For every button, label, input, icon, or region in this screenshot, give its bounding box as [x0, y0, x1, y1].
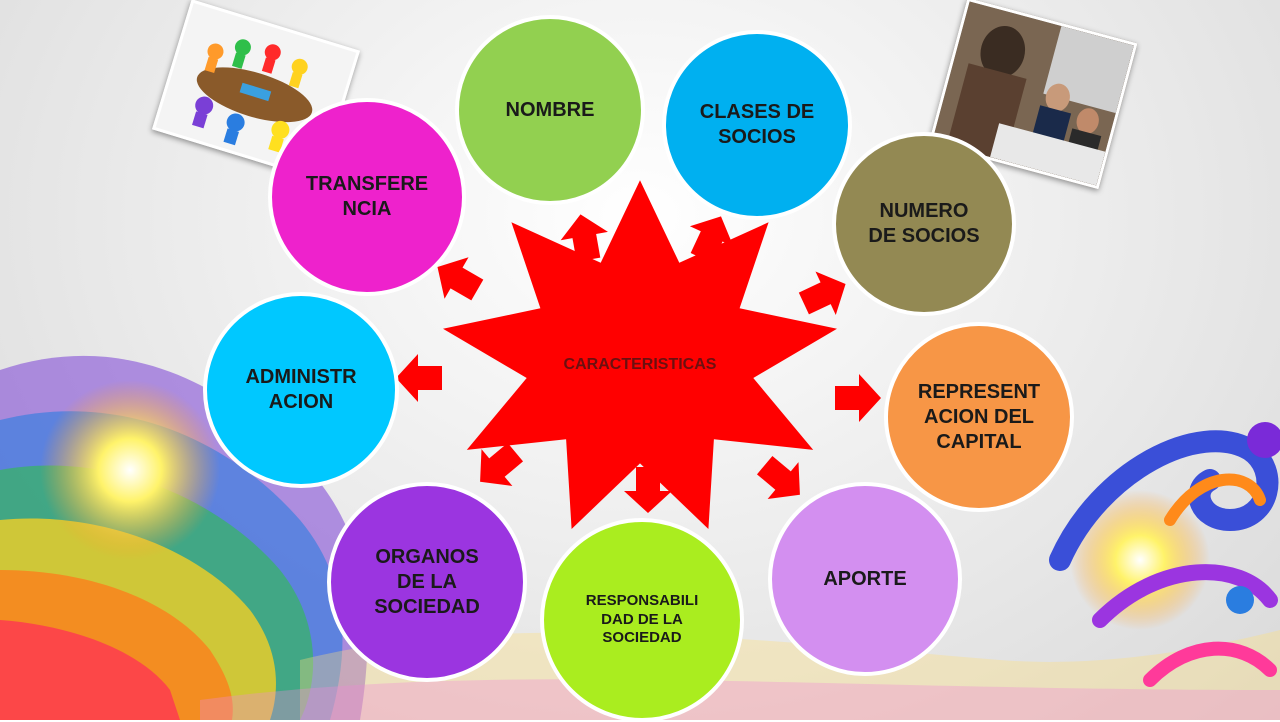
arrow-aporte — [756, 455, 800, 499]
node-label: RESPONSABILI DAD DE LA SOCIEDAD — [585, 591, 699, 647]
arrow-responsabilidad-de-la-sociedad — [624, 467, 672, 513]
node-label: TRANSFERE NCIA — [305, 173, 429, 220]
center-star — [443, 180, 837, 529]
center-label: CARACTERISTICAS — [563, 356, 717, 373]
node-label: APORTE — [823, 567, 907, 590]
arrow-clases-de-socios — [689, 216, 734, 264]
node-label: ORGANOS DE LA SOCIEDAD — [374, 545, 480, 618]
arrow-transferencia — [437, 257, 484, 301]
node-nombre: NOMBRE — [455, 15, 645, 205]
meeting-table-clipart-drawing — [192, 39, 313, 153]
node-organos-de-la-sociedad: ORGANOS DE LA SOCIEDAD — [327, 482, 527, 682]
arrow-nombre — [560, 214, 608, 262]
arrow-administracion — [396, 354, 442, 402]
arrow-numero-de-socios — [798, 271, 846, 316]
meeting-photo-drawing — [932, 1, 1134, 186]
node-aporte: APORTE — [768, 482, 962, 676]
node-representacion-del-capital: REPRESENT ACION DEL CAPITAL — [884, 322, 1074, 512]
node-label: CLASES DE SOCIOS — [699, 101, 815, 148]
node-label: ADMINISTR ACION — [245, 366, 357, 413]
node-label: REPRESENT ACION DEL CAPITAL — [917, 380, 1041, 453]
arrow-representacion-del-capital — [835, 374, 881, 422]
node-label: NUMERO DE SOCIOS — [868, 200, 980, 247]
node-responsabilidad-de-la-sociedad: RESPONSABILI DAD DE LA SOCIEDAD — [540, 518, 744, 722]
node-clases-de-socios: CLASES DE SOCIOS — [662, 30, 852, 220]
node-transferencia: TRANSFERE NCIA — [268, 98, 466, 296]
node-label: NOMBRE — [505, 98, 595, 121]
node-numero-de-socios: NUMERO DE SOCIOS — [832, 132, 1016, 316]
arrow-organos-de-la-sociedad — [480, 442, 524, 486]
meeting-photo — [928, 0, 1138, 190]
node-administracion: ADMINISTR ACION — [203, 292, 399, 488]
meeting-table-clipart — [151, 0, 361, 181]
